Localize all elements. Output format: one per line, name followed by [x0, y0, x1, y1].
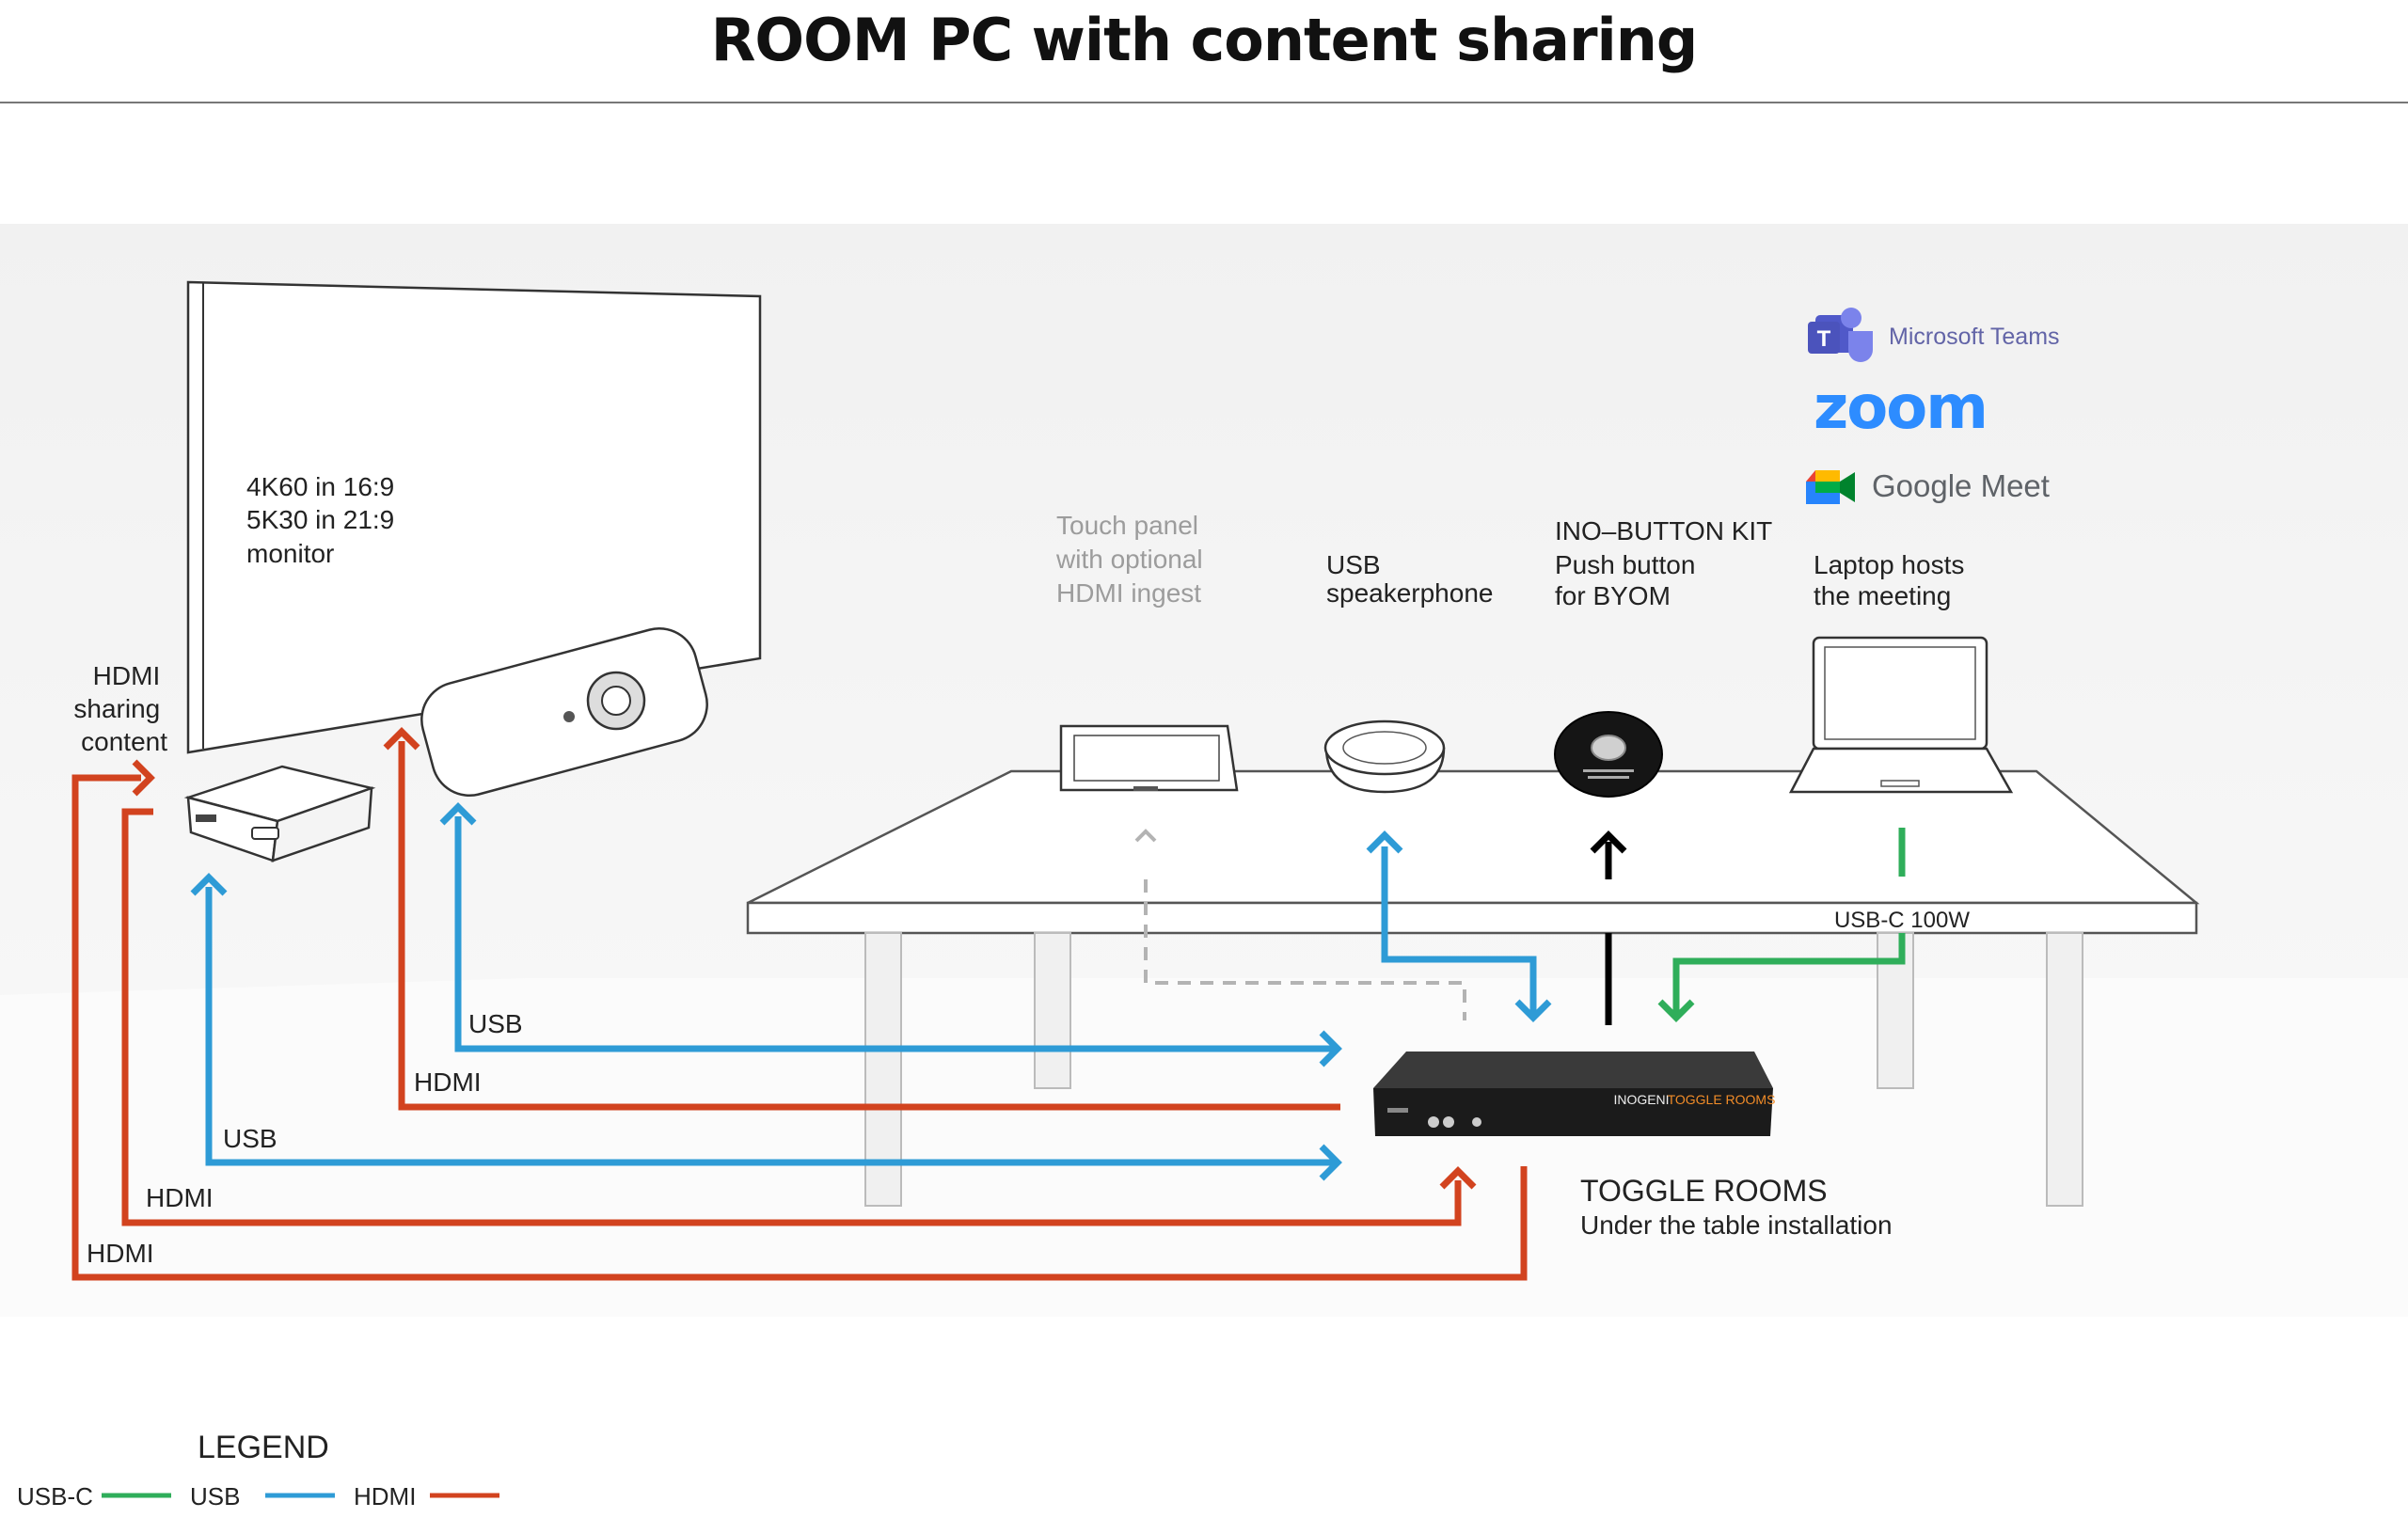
laptop-line: Laptop hosts	[1814, 550, 1964, 579]
speakerphone	[1323, 719, 1446, 794]
speakerphone-line: USB	[1326, 550, 1381, 579]
hdmi-share-label: HDMI	[87, 1239, 154, 1268]
pc-usb-arrow-right	[1319, 1144, 1342, 1181]
google-meet-logo-icon	[1806, 470, 1855, 504]
speakerphone-down-arrow-head	[1514, 999, 1552, 1022]
pc-hdmi-label: HDMI	[146, 1183, 214, 1212]
touch-panel-line: with optional	[1055, 545, 1203, 574]
video-bar-camera	[420, 626, 708, 798]
camera-usb-line	[454, 816, 1336, 1052]
touch-panel-arrow-head	[1134, 829, 1157, 843]
pc-usb-line	[205, 887, 1336, 1166]
ino-button-title: INO–BUTTON KIT	[1555, 516, 1772, 546]
camera-usb-arrow-up	[439, 802, 477, 826]
speakerphone-arrow-head	[1366, 830, 1403, 854]
touch-panel	[1059, 724, 1239, 792]
laptop-line: the meeting	[1814, 581, 1951, 610]
hdmi-sharing-line: HDMI	[93, 661, 161, 690]
speakerphone-usb-line	[1381, 846, 1537, 1016]
teams-label: Microsoft Teams	[1889, 324, 2060, 350]
toggle-rooms-subtitle: Under the table installation	[1580, 1210, 1893, 1240]
hdmi-sharing-label: HDMI sharing content	[73, 661, 167, 756]
laptop	[1788, 636, 2014, 794]
ino-button	[1554, 711, 1663, 798]
monitor	[186, 280, 762, 754]
ino-button-line: for BYOM	[1555, 581, 1671, 610]
pc-usb-arrow-up	[190, 873, 228, 896]
touch-panel-line: Touch panel	[1056, 511, 1198, 540]
pc-hdmi-arrow-up	[1439, 1166, 1477, 1190]
hdmi-share-line	[71, 774, 1528, 1281]
connection-lines	[71, 727, 1906, 1281]
laptop-label: Laptop hosts the meeting	[1814, 550, 1972, 610]
ino-button-label: INO–BUTTON KIT Push button for BYOM	[1555, 516, 1780, 610]
page-title-bar: ROOM PC with content sharing	[0, 0, 2408, 103]
page-title: ROOM PC with content sharing	[710, 6, 1699, 74]
ino-button-arrow-head	[1590, 830, 1627, 854]
monitor-hdmi-line	[398, 741, 1340, 1111]
legend-hdmi-label: HDMI	[354, 1482, 416, 1510]
touch-panel-line: HDMI ingest	[1056, 578, 1201, 608]
pc-hdmi-line	[121, 808, 1462, 1226]
legend-usb-label: USB	[190, 1482, 240, 1510]
table	[746, 769, 2200, 1207]
google-meet-label: Google Meet	[1872, 468, 2050, 503]
touch-panel-dashed-line	[1144, 879, 1466, 1020]
monitor-hdmi-label: HDMI	[414, 1067, 482, 1097]
touch-panel-label: Touch panel with optional HDMI ingest	[1055, 511, 1210, 608]
ino-button-line: Push button	[1555, 550, 1695, 579]
toggle-rooms-device	[1373, 1052, 1773, 1136]
speakerphone-label: USB speakerphone	[1326, 550, 1493, 608]
zoom-logo: zoom	[1814, 373, 1987, 443]
monitor-hdmi-arrow-up	[383, 727, 420, 751]
hdmi-sharing-line: sharing	[73, 694, 160, 723]
legend-title: LEGEND	[198, 1430, 329, 1465]
pc-usb-label: USB	[223, 1124, 277, 1153]
room-pc	[183, 765, 376, 862]
hdmi-share-arrow-right	[132, 759, 155, 797]
usbc-100w-label: USB-C 100W	[1834, 908, 1970, 933]
monitor-line: monitor	[246, 539, 334, 568]
teams-logo-icon: T	[1808, 308, 1873, 362]
legend-usbc-label: USB-C	[17, 1482, 93, 1510]
laptop-usbc-arrow-head	[1657, 999, 1695, 1022]
laptop-usbc-cable	[1672, 933, 1906, 1016]
toggle-rooms-model: TOGGLE ROOMS	[1668, 1092, 1776, 1107]
svg-text:T: T	[1817, 326, 1831, 352]
speakerphone-line: speakerphone	[1326, 578, 1493, 608]
monitor-label: 4K60 in 16:9 5K30 in 21:9 monitor	[246, 472, 402, 568]
toggle-rooms-title: TOGGLE ROOMS	[1580, 1174, 1828, 1208]
camera-usb-arrow-right	[1319, 1030, 1342, 1067]
monitor-line: 5K30 in 21:9	[246, 505, 394, 534]
camera-usb-label: USB	[468, 1009, 523, 1038]
room-floor	[0, 978, 2408, 1317]
hdmi-sharing-line: content	[81, 727, 167, 756]
toggle-rooms-brand: INOGENI	[1613, 1092, 1669, 1107]
monitor-line: 4K60 in 16:9	[246, 472, 394, 501]
